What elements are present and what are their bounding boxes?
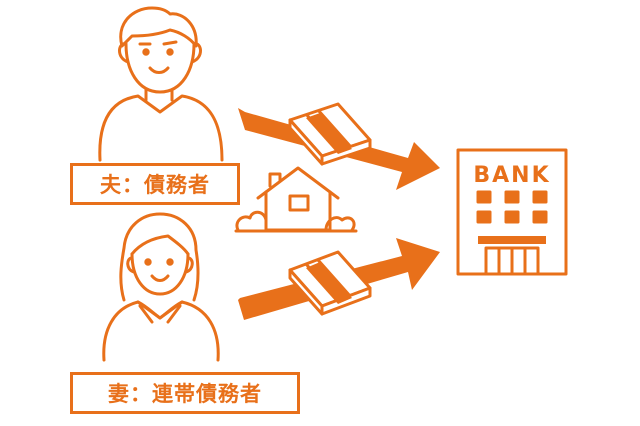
wife-label: 妻：連帯債務者 bbox=[70, 372, 300, 414]
money-bundle-icon bbox=[288, 102, 372, 166]
bank-text: BANK bbox=[473, 163, 550, 188]
money-bundle-icon bbox=[288, 250, 372, 316]
husband-label: 夫：債務者 bbox=[70, 163, 240, 205]
man-icon bbox=[98, 6, 224, 162]
bank-building-icon bbox=[456, 148, 568, 276]
house-icon bbox=[234, 166, 358, 233]
woman-icon bbox=[102, 212, 220, 362]
